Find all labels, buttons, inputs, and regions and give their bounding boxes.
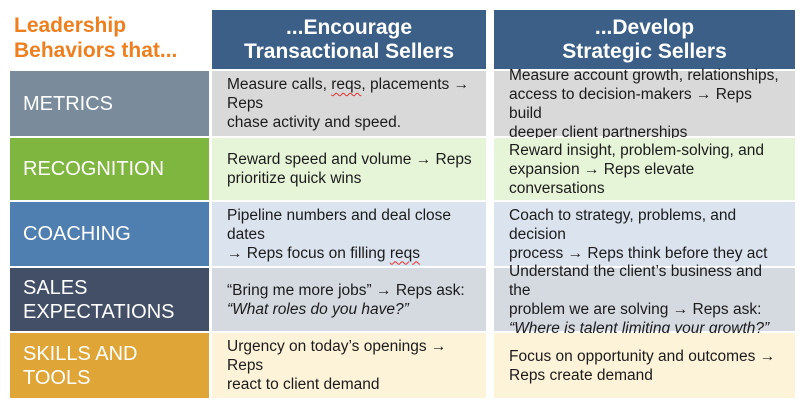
row-label-recognition: RECOGNITION [10,138,209,200]
row-label-metrics: METRICS [10,71,209,136]
cell-text: Measure calls, [227,76,332,93]
cell-text: Understand the client’s business and the [509,262,763,299]
cell-text: Pipeline numbers and deal close dates [227,206,452,243]
cell-text: , placements → Reps [227,76,470,112]
cell-skills-strategic: Focus on opportunity and outcomes → Reps… [494,333,795,398]
column-header-line-2: Transactional Sellers [243,39,455,63]
cell-text: Measure account growth, relationships, [509,66,779,84]
cell-recognition-transactional: Reward speed and volume → Reps prioritiz… [212,138,486,200]
row-label-text: COACHING [23,223,131,245]
column-header-line-1: ...Encourage [285,15,412,39]
spellcheck-word: reqs [389,244,420,262]
cell-text: process → Reps think before they act [509,244,768,262]
row-label-text: EXPECTATIONS [23,300,175,323]
column-header-transactional: ...Encourage Transactional Sellers [212,10,486,69]
row-label-sales-expectations: SALES EXPECTATIONS [10,268,209,331]
cell-coaching-strategic: Coach to strategy, problems, and decisio… [494,202,795,266]
cell-text: chase activity and speed. [227,114,402,131]
row-label-coaching: COACHING [10,202,209,266]
row-label-text: SALES [23,276,88,299]
cell-text: access to decision-makers → Reps build [509,85,752,122]
row-label-text: SKILLS AND TOOLS [23,342,138,389]
cell-text: problem we are solving → Reps ask: [509,300,762,318]
table-title: Leadership Behaviors that... [14,13,204,63]
cell-recognition-strategic: Reward insight, problem-solving, and exp… [494,138,795,200]
column-header-line-1: ...Develop [594,15,695,39]
row-label-text: RECOGNITION [23,158,165,180]
cell-text: expansion → Reps elevate conversations [509,160,695,197]
cell-text: “Bring me more jobs” → Reps ask: [227,281,465,299]
spellcheck-word: reqs [331,76,362,93]
cell-metrics-strategic: Measure account growth, relationships, a… [494,67,795,141]
cell-text: Reps create demand [509,366,653,384]
cell-text: Urgency on today’s openings → Reps [227,338,447,374]
cell-sales-expectations-transactional: “Bring me more jobs” → Reps ask: “What r… [212,268,486,331]
cell-quote: “Where is talent limiting your growth?” [509,319,770,337]
cell-text: react to client demand [227,376,380,393]
cell-metrics-transactional: Measure calls, reqs, placements → Reps c… [212,71,486,136]
cell-quote: “What roles do you have?” [227,300,409,318]
cell-skills-transactional: Urgency on today’s openings → Reps react… [212,333,486,398]
row-label-text: METRICS [23,92,113,115]
column-header-strategic: ...Develop Strategic Sellers [494,10,795,69]
cell-sales-expectations-strategic: Understand the client’s business and the… [494,263,795,337]
cell-text: → Reps focus on filling [227,244,390,262]
row-label-skills-and-tools: SKILLS AND TOOLS [10,333,209,398]
title-line-1: Leadership [14,14,127,37]
cell-text: Reward insight, problem-solving, and [509,141,765,159]
cell-text: prioritize quick wins [227,170,362,187]
cell-text: deeper client partnerships [509,123,688,141]
column-header-line-2: Strategic Sellers [562,39,727,63]
cell-text: Reward speed and volume → Reps [227,151,472,168]
cell-text: Focus on opportunity and outcomes → [509,347,776,365]
title-line-2: Behaviors that... [14,39,178,62]
cell-coaching-transactional: Pipeline numbers and deal close dates → … [212,202,486,266]
cell-text: Coach to strategy, problems, and decisio… [509,206,737,243]
